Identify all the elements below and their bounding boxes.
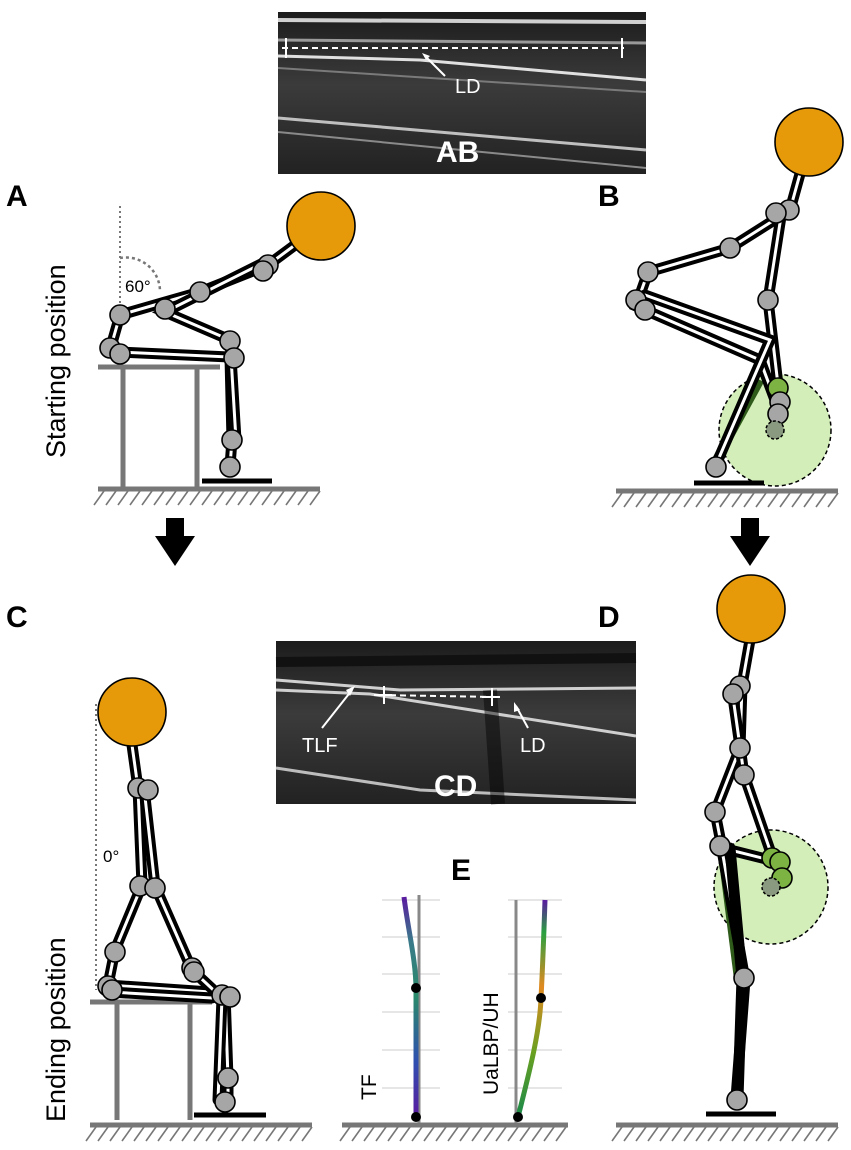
starting-position-label: Starting position [41, 264, 71, 458]
panel-letter-d: D [598, 601, 620, 634]
ultrasound-tag-ab: AB [436, 136, 479, 169]
angle-label-start: 60° [125, 277, 151, 296]
panel-letter-b: B [598, 180, 620, 213]
ualbp-axis-label: UaLBP/UH [480, 992, 503, 1095]
ualbp-curve-chart: UaLBP/UH [480, 899, 562, 1123]
panel-letter-a: A [6, 180, 28, 213]
panel-a-figure: 60° [93, 191, 356, 506]
tf-axis-label: TF [358, 1074, 381, 1100]
panel-d-figure [611, 574, 839, 1142]
panel-letter-c: C [6, 601, 28, 634]
down-arrow-left [155, 518, 195, 566]
ultrasound-tag-cd: CD [434, 770, 477, 803]
tf-curve-chart: TF [358, 895, 440, 1123]
ultrasound-image-cd: TLF LD CD [275, 641, 637, 805]
panel-e-plot: TF UaLBP/UH [339, 895, 568, 1142]
angle-label-end: 0° [103, 847, 119, 866]
down-arrow-right [730, 518, 770, 566]
panel-c-figure: 0° [85, 677, 313, 1142]
ending-position-label: Ending position [41, 937, 71, 1122]
ultrasound-image-ab: LD AB [277, 12, 647, 174]
ld-label-top: LD [455, 76, 481, 98]
panel-b-figure [611, 107, 844, 508]
panel-letter-e: E [451, 854, 471, 887]
tlf-label: TLF [302, 735, 338, 757]
ld-label-mid: LD [520, 735, 546, 757]
